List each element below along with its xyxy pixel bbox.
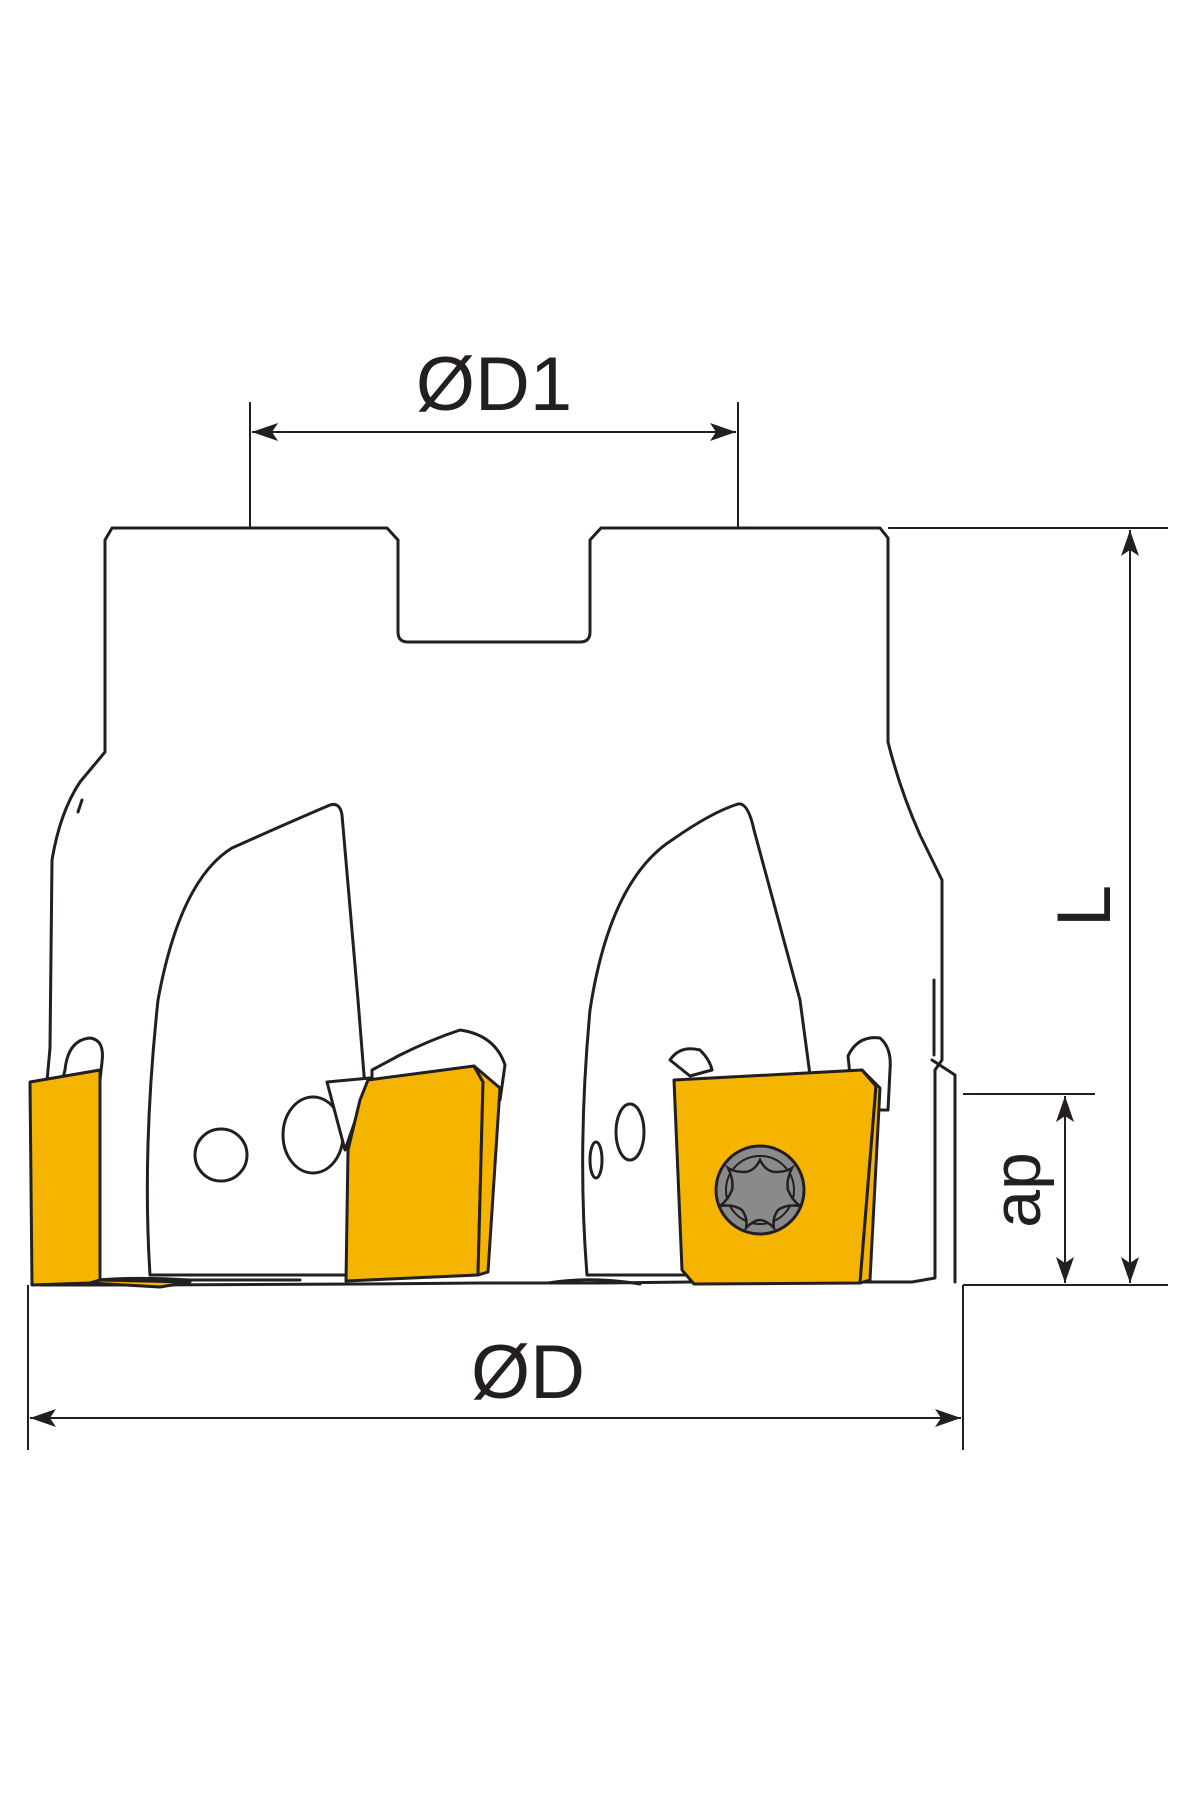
torx-screw (714, 1144, 806, 1236)
bottom-edge-right (546, 1278, 642, 1286)
insert-left (28, 1068, 102, 1287)
right-shoulder-edge (930, 978, 957, 1284)
d1-label: ØD1 (416, 342, 572, 427)
right-clamp-detail (668, 1047, 714, 1078)
left-shoulder-edge (76, 798, 84, 814)
coolant-hole-right (614, 1102, 646, 1162)
insert-center-side (472, 1064, 502, 1277)
insert-center (344, 1064, 485, 1283)
coolant-hole-left (193, 1127, 249, 1183)
l-label: L (1042, 885, 1127, 927)
insert-left-side (88, 1278, 192, 1289)
coolant-hole-right-small (588, 1140, 604, 1180)
insert-right-side (858, 1068, 882, 1285)
ap-label: ap (979, 1152, 1055, 1228)
d-label: ØD (471, 1330, 585, 1415)
